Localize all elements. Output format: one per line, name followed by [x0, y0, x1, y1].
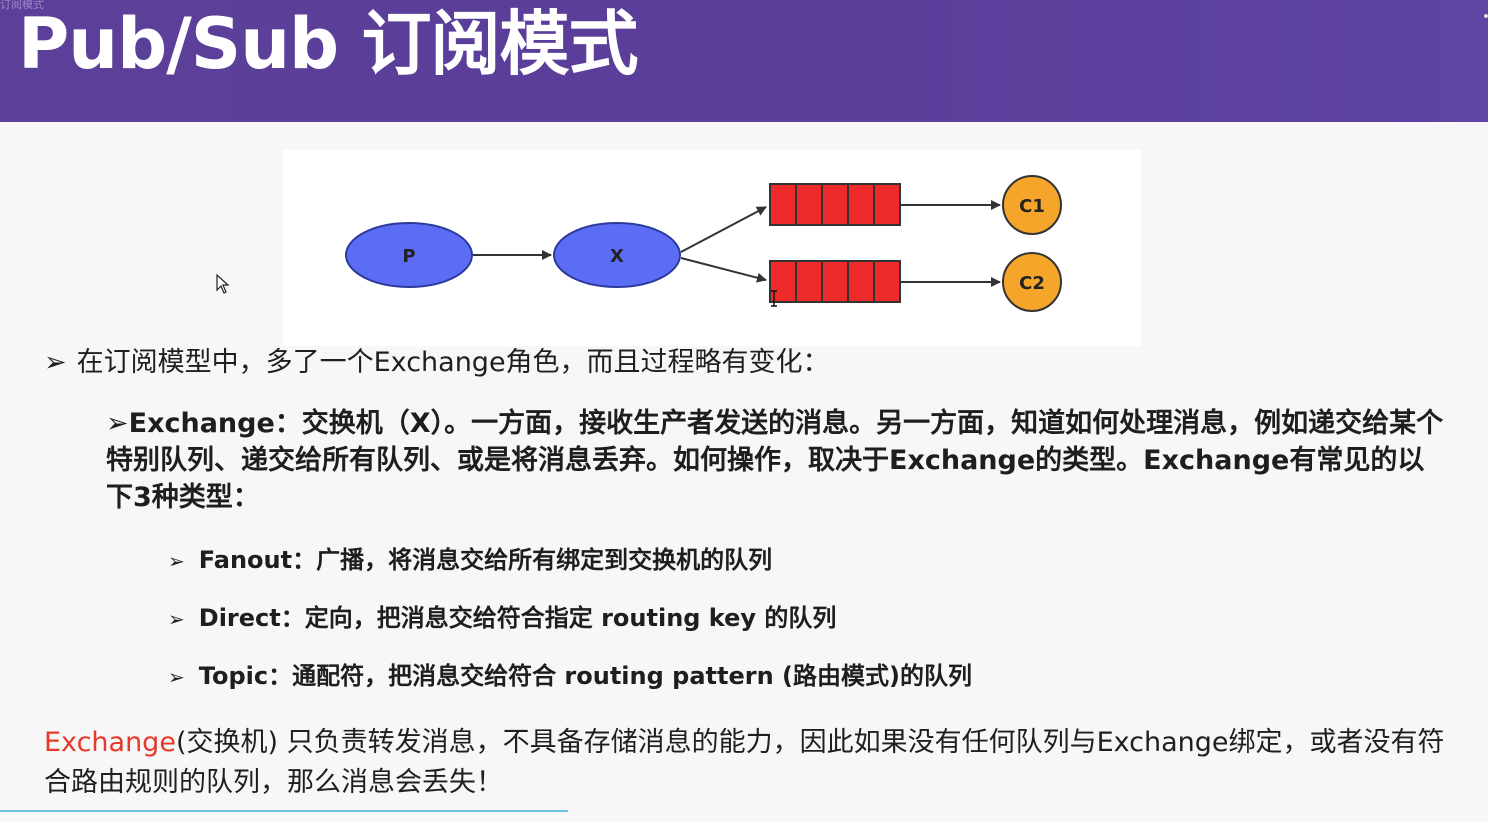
bullet-arrow-icon: ➢ [168, 607, 185, 631]
edge-marker [1484, 14, 1488, 18]
consumer-1-node [1002, 175, 1062, 235]
bullet-subscription-model: ➢ 在订阅模型中，多了一个Exchange角色，而且过程略有变化： [44, 340, 830, 379]
bullet-arrow-icon: ➢ [168, 665, 185, 689]
consumer-2-label: C2 [1019, 273, 1045, 294]
type-item-direct: ➢ Direct：定向，把消息交给符合指定 routing key 的队列 [168, 598, 836, 633]
note-text: (交换机) 只负责转发消息，不具备存储消息的能力，因此如果没有任何队列与Exch… [44, 727, 1445, 798]
bullet-arrow-icon: ➢ [168, 549, 185, 573]
type-text: Fanout：广播，将消息交给所有绑定到交换机的队列 [198, 546, 773, 574]
arrow-x-to-q1 [680, 206, 767, 253]
producer-label: P [402, 246, 415, 267]
slide-header: 订阅模式 Pub/Sub 订阅模式 [0, 0, 1488, 122]
header-watermark: 订阅模式 [0, 0, 44, 11]
bullet-text: 在订阅模型中，多了一个Exchange角色，而且过程略有变化： [76, 347, 830, 378]
queue-1 [769, 183, 901, 226]
exchange-description: ➢Exchange：交换机（X）。一方面，接收生产者发送的消息。另一方面，知道如… [106, 405, 1451, 516]
type-item-fanout: ➢ Fanout：广播，将消息交给所有绑定到交换机的队列 [168, 540, 772, 575]
note-highlight: Exchange [44, 727, 176, 758]
bullet-arrow-icon: ➢ [106, 408, 129, 439]
type-text: Direct：定向，把消息交给符合指定 routing key 的队列 [198, 604, 837, 632]
diagram-svg: P X C1 C2 [345, 175, 1062, 312]
producer-node [345, 222, 473, 288]
arrow-x-to-q2 [680, 257, 767, 283]
pubsub-diagram: P X C1 C2 [283, 150, 1141, 346]
exchange-label: X [610, 246, 624, 267]
exchange-note: Exchange(交换机) 只负责转发消息，不具备存储消息的能力，因此如果没有任… [44, 723, 1464, 803]
type-text: Topic：通配符，把消息交给符合 routing pattern (路由模式)… [198, 662, 972, 690]
page-title: Pub/Sub 订阅模式 [18, 3, 639, 85]
bullet-arrow-icon: ➢ [44, 347, 67, 378]
exchange-description-text: Exchange：交换机（X）。一方面，接收生产者发送的消息。另一方面，知道如何… [106, 408, 1444, 513]
queue-2 [769, 260, 901, 303]
text-cursor-icon [771, 290, 777, 307]
consumer-2-node [1002, 252, 1062, 312]
progress-underline [0, 810, 568, 812]
type-item-topic: ➢ Topic：通配符，把消息交给符合 routing pattern (路由模式… [168, 656, 972, 691]
mouse-pointer-icon [216, 274, 230, 294]
consumer-1-label: C1 [1019, 196, 1045, 217]
exchange-node [553, 222, 681, 288]
